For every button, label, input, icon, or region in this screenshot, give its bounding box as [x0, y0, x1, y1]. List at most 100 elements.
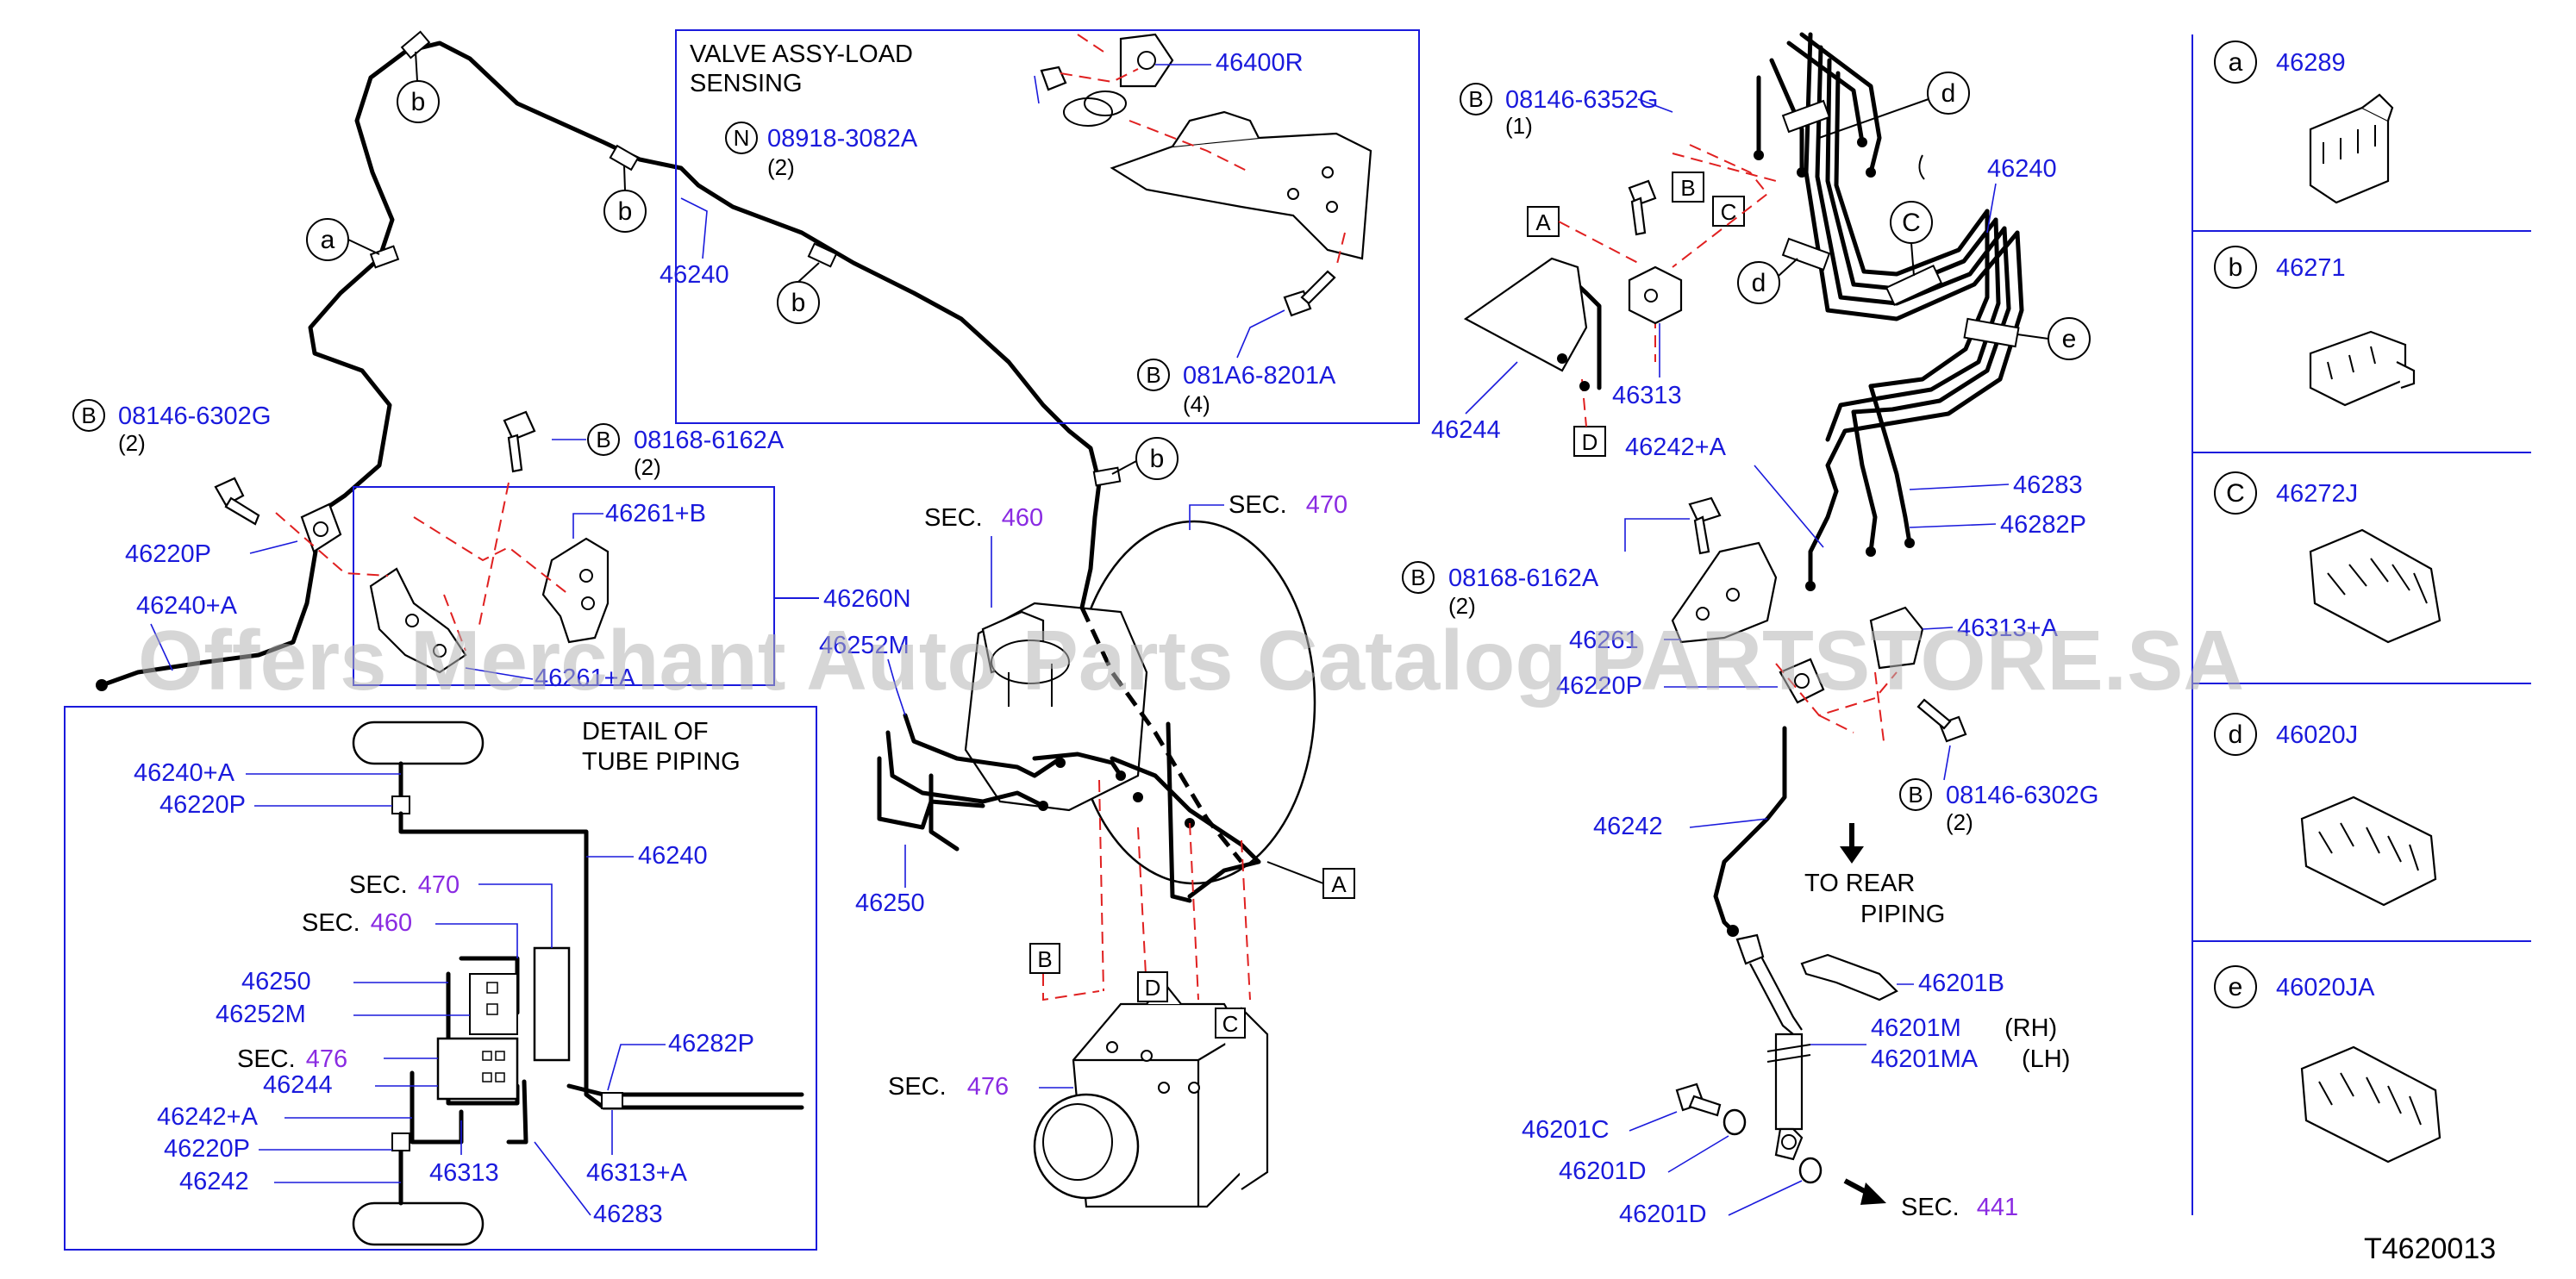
part-46201MA-label[interactable]: 46201MA: [1871, 1045, 1979, 1073]
clip-46020J-icon: [2300, 795, 2437, 907]
detail-label-46220P[interactable]: 46220P: [159, 791, 246, 819]
part-46252M-label[interactable]: 46252M: [819, 632, 910, 659]
part-46313-label[interactable]: 46313: [1612, 382, 1682, 409]
part-46250-label[interactable]: 46250: [855, 889, 925, 917]
ref-box-B: [1029, 943, 1060, 974]
detail-label-46250[interactable]: 46250: [241, 968, 311, 995]
clip-b-callout-1[interactable]: [397, 80, 440, 123]
svg-text:B: B: [1680, 175, 1695, 201]
detail-title-2: TUBE PIPING: [582, 748, 741, 776]
nut-08918-3082A-label[interactable]: 08918-3082A: [767, 125, 918, 153]
part-46201M-label[interactable]: 46201M: [1871, 1014, 1961, 1042]
bolt-08146-6302G-right-icon: [1916, 698, 1967, 743]
detail-label-46313[interactable]: 46313: [429, 1159, 499, 1187]
detail-label-46240[interactable]: 46240: [638, 842, 708, 870]
valve-46400R-label[interactable]: 46400R: [1216, 49, 1304, 77]
washer-46201D-icon-2: [1798, 1157, 1823, 1184]
clip-46313-icon: [1628, 265, 1683, 325]
bolt-08168-6162A-icon: [503, 410, 536, 473]
legend-row-d[interactable]: d 46020J: [2214, 713, 2437, 907]
part-46261B-label[interactable]: 46261+B: [605, 500, 706, 527]
detail-label-46252M[interactable]: 46252M: [216, 1001, 306, 1028]
part-46261A-label[interactable]: 46261+A: [535, 664, 636, 692]
joint-46220P-right-icon: [1779, 658, 1825, 704]
legend-row-b[interactable]: b 46271: [2214, 246, 2416, 407]
part-46242A-label[interactable]: 46242+A: [1625, 434, 1727, 461]
bracket-46261-right-icon: [1671, 541, 1924, 670]
part-46282P-label[interactable]: 46282P: [2000, 511, 2086, 539]
svg-text:C: C: [1721, 199, 1737, 225]
clip-46020JA-icon: [2300, 1045, 2442, 1164]
part-46240-right-label[interactable]: 46240: [1987, 155, 2057, 183]
bolt-qty: (2): [1448, 593, 1476, 619]
part-46220P-right-label[interactable]: 46220P: [1556, 672, 1642, 700]
svg-text:A: A: [1535, 209, 1551, 235]
part-46201D-label-2[interactable]: 46201D: [1619, 1201, 1707, 1228]
bolt-08146-6302G-right-label[interactable]: 08146-6302G: [1946, 782, 2098, 809]
svg-text:d: d: [1941, 79, 1956, 108]
detail-label-46242A[interactable]: 46242+A: [157, 1103, 259, 1131]
valve-assy-frame: [675, 29, 1420, 424]
part-46220P-label[interactable]: 46220P: [125, 540, 211, 568]
valve-assy-title-2: SENSING: [690, 70, 803, 97]
detail-label-46283[interactable]: 46283: [593, 1201, 663, 1228]
b-bolt-symbol: [1137, 359, 1170, 391]
part-46244-label[interactable]: 46244: [1431, 416, 1501, 444]
svg-text:B: B: [81, 402, 96, 428]
part-46242-right-label[interactable]: 46242: [1593, 813, 1663, 840]
watermark-text: Offers Merchant Auto Parts Catalog PARTS…: [138, 613, 2244, 708]
legend-row-C[interactable]: C 46272J: [2214, 471, 2442, 644]
tube-piping-detail-frame: [64, 706, 817, 1251]
part-46201C-label[interactable]: 46201C: [1522, 1116, 1610, 1144]
part-46313A-label[interactable]: 46313+A: [1957, 615, 2059, 642]
svg-text:B: B: [596, 427, 610, 452]
b-bolt-symbol: [1460, 83, 1492, 115]
detail-label-46242[interactable]: 46242: [179, 1168, 249, 1195]
mid-sec476: SEC.476: [888, 1073, 1009, 1101]
clip-legend: [2191, 34, 2531, 1215]
diagram-code: T4620013: [2364, 1232, 2496, 1265]
svg-text:D: D: [1582, 429, 1598, 455]
ref-box-D: [1137, 971, 1168, 1002]
part-46240-label[interactable]: 46240: [660, 261, 729, 289]
b-bolt-symbol: [587, 423, 620, 456]
bolt-08146-6352G-label[interactable]: 08146-6352G: [1505, 86, 1658, 114]
b-bolt-symbol: [72, 399, 105, 432]
bolt-081A6-8201A-label[interactable]: 081A6-8201A: [1183, 362, 1336, 390]
legend-part: 46289: [2276, 49, 2346, 77]
svg-text:C: C: [1222, 1011, 1239, 1037]
part-46240A-label[interactable]: 46240+A: [136, 592, 238, 620]
svg-text:D: D: [1145, 975, 1161, 1001]
clip-b-callout-4[interactable]: [1135, 437, 1179, 480]
detail-label-46220P-2[interactable]: 46220P: [164, 1135, 250, 1163]
arrow-to-rear: [1840, 823, 1864, 864]
bolt-08168-6162A-right-label[interactable]: 08168-6162A: [1448, 565, 1599, 592]
part-46261-label[interactable]: 46261: [1569, 627, 1639, 654]
part-46201D-label[interactable]: 46201D: [1559, 1157, 1647, 1185]
ref-box-C: [1712, 196, 1745, 227]
legend-letter: b: [2229, 253, 2243, 282]
legend-row-e[interactable]: e 46020JA: [2214, 965, 2442, 1164]
detail-label-46313A[interactable]: 46313+A: [586, 1159, 688, 1187]
detail-label-46240A[interactable]: 46240+A: [134, 759, 235, 787]
part-46201B-label[interactable]: 46201B: [1918, 970, 2004, 997]
svg-text:e: e: [2062, 325, 2077, 353]
part-46260N-label[interactable]: 46260N: [823, 585, 911, 613]
legend-part: 46020JA: [2276, 974, 2375, 1001]
part-46283-label[interactable]: 46283: [2013, 471, 2083, 499]
bolt-08146-6302G-label[interactable]: 08146-6302G: [118, 402, 271, 430]
bolt-46201C-icon: [1675, 1082, 1722, 1117]
detail-label-46244[interactable]: 46244: [263, 1071, 333, 1099]
brake-hose-46201M-icon: [1735, 933, 1811, 1161]
bolt-081A6-8201A-icon: [1283, 270, 1336, 317]
clip-46271-icon: [2309, 330, 2416, 407]
legend-row-a[interactable]: a 46289: [2214, 41, 2394, 204]
bolt-08168-6162A-label[interactable]: 08168-6162A: [634, 427, 785, 454]
clip-d-callout-2[interactable]: [1737, 261, 1780, 304]
clip-d-callout-1[interactable]: [1927, 72, 1970, 115]
joint-46220P-icon: [300, 502, 342, 553]
detail-schematic: [352, 721, 804, 1246]
to-rear-piping: TO REAR: [1804, 870, 1915, 897]
detail-label-46282P[interactable]: 46282P: [668, 1030, 754, 1058]
clip-46272J-icon: [2309, 528, 2442, 644]
